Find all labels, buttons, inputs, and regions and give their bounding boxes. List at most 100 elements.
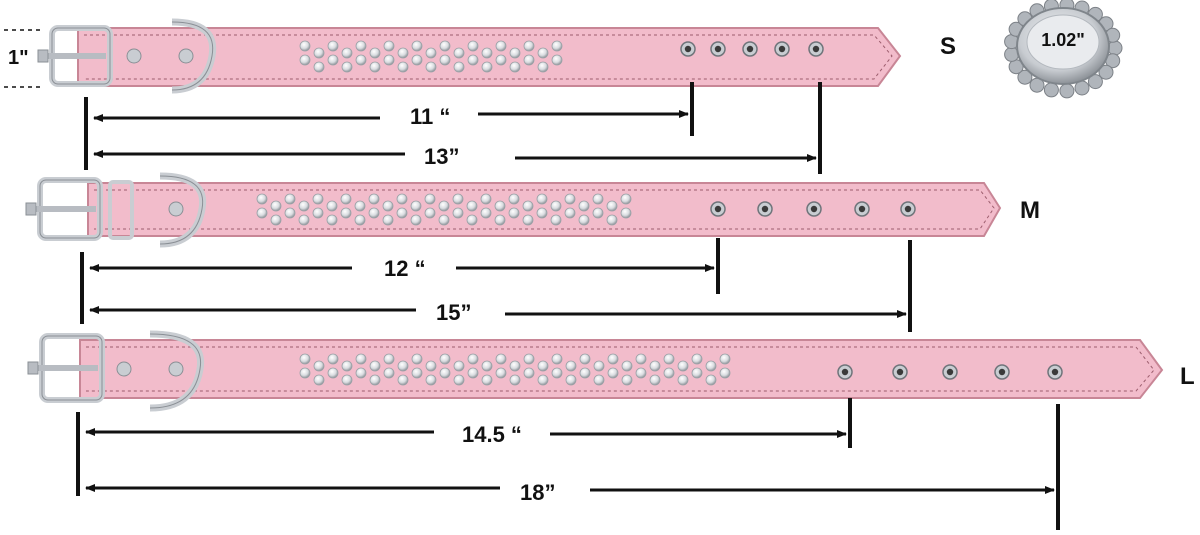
rhinestone	[396, 207, 408, 219]
rhinestone	[299, 367, 311, 379]
rhinestone	[495, 40, 507, 52]
rhinestone	[537, 61, 549, 73]
grommet-hole-center	[714, 45, 722, 53]
rhinestone	[313, 47, 325, 59]
rhinestone	[523, 40, 535, 52]
rhinestone	[438, 214, 450, 226]
cap-tooth	[1087, 74, 1103, 90]
collar-medium: M	[25, 172, 1040, 248]
cap-tooth	[1107, 40, 1123, 56]
rhinestone	[649, 374, 661, 386]
rhinestone	[453, 61, 465, 73]
rhinestone	[578, 200, 590, 212]
rhinestone	[593, 360, 605, 372]
rhinestone	[299, 40, 311, 52]
rhinestone	[565, 374, 577, 386]
rhinestone	[677, 360, 689, 372]
rhinestone	[495, 353, 507, 365]
rhinestone	[564, 193, 576, 205]
rhinestone	[606, 214, 618, 226]
rhinestone	[355, 353, 367, 365]
rhinestone	[663, 353, 675, 365]
rhinestone	[593, 374, 605, 386]
rhinestone	[522, 214, 534, 226]
rhinestone	[425, 61, 437, 73]
rhinestone	[411, 40, 423, 52]
rhinestone	[691, 353, 703, 365]
rhinestone	[509, 360, 521, 372]
rhinestone	[270, 200, 282, 212]
rhinestone	[467, 40, 479, 52]
rhinestone	[453, 47, 465, 59]
rhinestone	[424, 193, 436, 205]
rhinestone	[341, 47, 353, 59]
rhinestone	[397, 61, 409, 73]
cap-tooth	[1059, 83, 1075, 99]
rhinestone	[383, 54, 395, 66]
rhinestone	[326, 214, 338, 226]
rhinestone	[312, 207, 324, 219]
grommet-hole-center	[810, 205, 818, 213]
d-ring-icon	[126, 18, 217, 94]
cap-tooth	[1043, 82, 1059, 98]
grommet-hole-center	[858, 205, 866, 213]
rhinestone	[284, 193, 296, 205]
rhinestone	[368, 207, 380, 219]
bottle-cap-icon	[1004, 0, 1123, 99]
rhinestone	[313, 360, 325, 372]
rhinestone	[452, 207, 464, 219]
rhinestone	[578, 214, 590, 226]
rhinestone	[326, 200, 338, 212]
rhinestone	[438, 200, 450, 212]
rhinestone	[607, 367, 619, 379]
rhinestone	[705, 374, 717, 386]
grommet-hole-center	[946, 368, 954, 376]
rhinestone	[439, 40, 451, 52]
grommet-hole-center	[841, 368, 849, 376]
rhinestone	[411, 367, 423, 379]
rhinestone	[509, 61, 521, 73]
dimensions-large: 14.5 “ 18”	[76, 398, 1060, 530]
rhinestone	[424, 207, 436, 219]
rhinestone	[494, 214, 506, 226]
rhinestone	[355, 367, 367, 379]
rhinestone	[411, 54, 423, 66]
rhinestone	[284, 207, 296, 219]
rhinestone	[509, 374, 521, 386]
rhinestone	[411, 353, 423, 365]
length-label-11in: 11 “	[410, 104, 450, 129]
rhinestone	[523, 367, 535, 379]
cap-size-label: 1.02"	[1041, 30, 1085, 50]
rhinestone	[550, 200, 562, 212]
collar-large: L	[27, 330, 1195, 412]
rhinestone	[327, 54, 339, 66]
rhinestone	[606, 200, 618, 212]
rhinestone	[579, 353, 591, 365]
rhinestone	[313, 61, 325, 73]
rhinestone	[410, 214, 422, 226]
rhinestone	[522, 200, 534, 212]
rhinestone	[327, 353, 339, 365]
grommet-hole-center	[684, 45, 692, 53]
holes	[710, 201, 916, 217]
rhinestone	[537, 360, 549, 372]
rhinestone	[550, 214, 562, 226]
rhinestone	[298, 214, 310, 226]
rhinestone-pattern	[299, 353, 731, 386]
rhinestone	[397, 374, 409, 386]
cap-tooth	[1098, 64, 1114, 80]
rhinestone	[369, 47, 381, 59]
rhinestone	[564, 207, 576, 219]
rhinestone	[410, 200, 422, 212]
rhinestone	[396, 193, 408, 205]
rhinestone	[495, 54, 507, 66]
rhinestone	[621, 374, 633, 386]
size-label-l: L	[1180, 363, 1195, 390]
rhinestone	[537, 374, 549, 386]
grommet-hole-center	[714, 205, 722, 213]
rhinestone	[382, 214, 394, 226]
rhinestone	[341, 360, 353, 372]
holes	[680, 41, 824, 57]
rhinestone	[565, 360, 577, 372]
grommet-hole-center	[896, 368, 904, 376]
